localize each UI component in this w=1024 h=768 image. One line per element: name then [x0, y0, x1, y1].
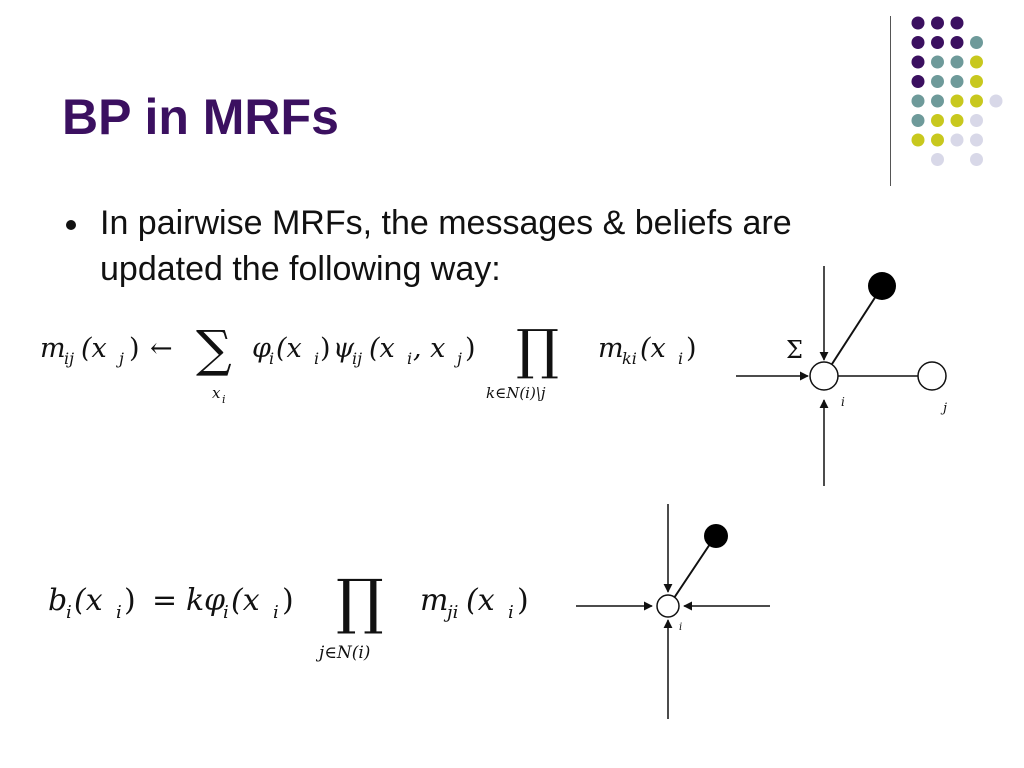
- formula-belief-m-arg-sub: i: [508, 602, 514, 623]
- decorative-dot: [970, 75, 983, 88]
- decorative-dot: [911, 133, 925, 147]
- decorative-dot: [911, 94, 925, 108]
- formula-belief-phi-sub: i: [223, 602, 229, 623]
- formula-belief-m: m: [420, 583, 448, 618]
- formula-sum-symbol: ∑: [196, 320, 232, 378]
- decorative-dot: [911, 114, 925, 127]
- formula-m-term-sub: ki: [622, 349, 637, 368]
- bullet-marker: [66, 220, 76, 230]
- decorative-dot: [950, 36, 964, 49]
- formula-belief-m-sub: ji: [443, 602, 458, 623]
- sum-label: Σ: [786, 336, 803, 364]
- decorative-dot: [931, 94, 944, 108]
- belief-node-i: [656, 594, 680, 618]
- formula-phi-sub: i: [269, 349, 274, 368]
- decorative-dot: [970, 94, 983, 108]
- slide-title: BP in MRFs: [62, 89, 339, 145]
- decorative-dot: [931, 36, 944, 49]
- belief-observed-node: [704, 524, 728, 548]
- belief-formula: b i (x i ) = k φ i (x i ) ∏ j∈N(i) m ji …: [48, 567, 529, 663]
- formula-lhs-arg: (x: [81, 333, 107, 364]
- formula-prod-index: k∈N(i)\j: [486, 384, 546, 402]
- decorative-dot: [931, 114, 944, 127]
- decorative-dot: [950, 75, 964, 88]
- formula-m-term: m: [598, 333, 624, 364]
- formula-belief-m-arg: (x: [466, 583, 495, 618]
- edge-to-observed-node: [831, 295, 877, 365]
- formula-psi: ψ: [333, 333, 355, 364]
- formula-psi-arg-sub1: i: [407, 349, 412, 368]
- decorative-dot: [911, 55, 925, 69]
- formula-m-term-arg-sub: i: [678, 349, 683, 368]
- decorative-dot: [970, 55, 983, 69]
- formula-belief-prod-symbol: ∏: [336, 567, 384, 637]
- formula-belief-phi-arg: (x: [231, 583, 260, 618]
- formula-arrow: ←: [150, 333, 173, 364]
- message-update-formula: m ij (x j ) ← ∑ x i φ i (x i ) ψ ij (x i…: [40, 318, 697, 406]
- decorative-dot: [970, 36, 983, 49]
- decorative-dot: [911, 75, 925, 88]
- decorative-dot-grid: [911, 16, 1003, 166]
- formula-equals: =: [152, 583, 177, 618]
- decorative-dot: [970, 114, 983, 127]
- decorative-dot: [931, 55, 944, 69]
- decorative-dot: [950, 94, 964, 108]
- formula-phi: φ: [252, 333, 271, 364]
- formula-lhs-close: ): [129, 333, 140, 364]
- formula-m-term-close: ): [686, 333, 697, 364]
- formula-phi-close: ): [320, 333, 331, 364]
- formula-b: b: [48, 583, 67, 618]
- formula-lhs-arg-sub: j: [116, 349, 124, 368]
- belief-node-i-label: i: [679, 622, 682, 633]
- decorative-dot: [931, 75, 944, 88]
- formula-lhs-sub: ij: [64, 349, 74, 368]
- decorative-divider: [890, 16, 891, 186]
- formula-belief-phi-arg-sub: i: [273, 602, 279, 623]
- decorative-dot: [911, 16, 925, 30]
- formula-prod-symbol: ∏: [516, 318, 559, 381]
- formula-belief-prod-index: j∈N(i): [315, 643, 370, 663]
- formula-phi-arg: (x: [276, 333, 302, 364]
- node-i: [809, 361, 839, 391]
- formula-sum-index: x: [212, 384, 221, 402]
- formula-b-close: ): [124, 583, 136, 618]
- bullet-item: In pairwise MRFs, the messages & beliefs…: [100, 204, 792, 288]
- decorative-dot: [950, 16, 964, 30]
- formula-belief-phi-close: ): [282, 583, 294, 618]
- formula-b-sub: i: [66, 602, 72, 623]
- decorative-dot: [931, 133, 944, 147]
- decorative-dot: [970, 133, 983, 147]
- formula-psi-arg-sub2: j: [454, 349, 462, 368]
- decorative-dot: [931, 16, 944, 30]
- formula-k: k: [186, 583, 204, 618]
- message-passing-diagram: Σ i j: [736, 266, 947, 486]
- decorative-dot: [989, 94, 1003, 108]
- decorative-dot: [911, 36, 925, 49]
- decorative-dot: [950, 55, 964, 69]
- formula-belief-phi: φ: [204, 583, 225, 618]
- observed-node: [868, 272, 896, 300]
- belief-edge-to-observed: [673, 543, 711, 599]
- node-j-label: j: [940, 401, 947, 416]
- node-j: [917, 361, 947, 391]
- formula-sum-index-sub: i: [222, 393, 226, 406]
- formula-b-arg-sub: i: [116, 602, 122, 623]
- formula-belief-m-close: ): [517, 583, 529, 618]
- formula-psi-sub: ij: [352, 349, 362, 368]
- belief-diagram: i: [576, 504, 770, 719]
- formula-b-arg: (x: [74, 583, 103, 618]
- decorative-dot: [950, 114, 964, 127]
- decorative-dot: [931, 153, 944, 166]
- formula-psi-close: ): [465, 333, 476, 364]
- formula-psi-arg: (x: [369, 333, 395, 364]
- formula-lhs-m: m: [40, 333, 66, 364]
- node-i-label: i: [841, 395, 845, 409]
- formula-phi-arg-sub: i: [314, 349, 319, 368]
- decorative-dot: [950, 133, 964, 147]
- decorative-dot: [970, 153, 983, 166]
- formula-psi-arg-mid: , x: [413, 333, 445, 364]
- formula-m-term-arg: (x: [640, 333, 666, 364]
